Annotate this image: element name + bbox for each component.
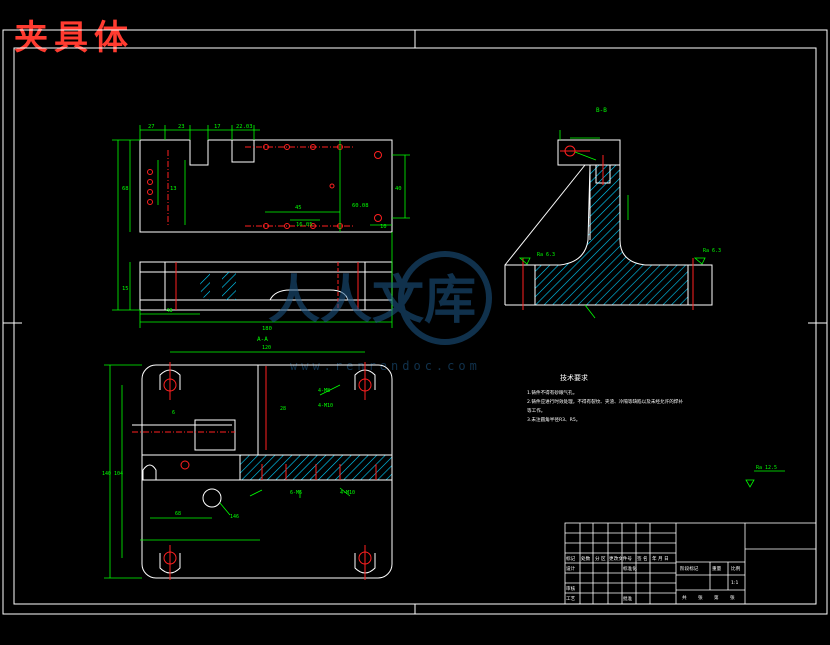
dim-text: 15 (122, 286, 129, 292)
tb-cell: 1:1 (731, 580, 738, 586)
dim-text: 13 (170, 186, 177, 192)
title-block (564, 522, 817, 605)
tb-cell: 阶段标记 (680, 565, 699, 572)
section-b-label: B-B (596, 107, 607, 114)
front-hatch (222, 272, 236, 300)
front-hatch-arc (200, 272, 210, 300)
note-line: 3.未注圆角半径R3、R5。 (527, 416, 580, 423)
dim-text: 23 (178, 124, 185, 130)
dim-text: 180 (262, 326, 272, 332)
note-line: 2.铸件应进行时效处理，不得有裂纹、夹渣、冷隔等缺陷以及未经允许的焊补 (527, 398, 683, 405)
tb-cell: 更改文件号 (609, 555, 632, 562)
section-a-label: A-A (257, 336, 268, 343)
tb-cell: 审核 (566, 585, 576, 592)
dim-text: 4-M10 (318, 403, 333, 409)
dim-text: 6-M6 (290, 490, 302, 496)
tb-cell: 张 (730, 594, 735, 601)
dim-text: 16.05 (296, 222, 313, 228)
roughness-1: Ra 6.3 (537, 252, 555, 258)
dim-text: 68 (122, 186, 129, 192)
dim-text: 146 (230, 514, 239, 520)
tb-cell: 重量 (712, 565, 722, 572)
technical-notes: 技术要求 1.铸件不得有砂眼气孔。 2.铸件应进行时效处理，不得有裂纹、夹渣、冷… (527, 373, 683, 423)
watermark-text: 人人文库 (268, 270, 476, 331)
dim-text: 120 (262, 345, 271, 351)
plan-view: A-A (102, 336, 393, 580)
tb-cell: 标记 (566, 555, 576, 562)
dim-text: 4-M10 (340, 490, 355, 496)
dim-text: 40 (395, 186, 402, 192)
tb-cell: 分 区 (595, 555, 606, 562)
tb-cell: 工艺 (566, 596, 576, 602)
tb-cell: 批准 (623, 595, 633, 602)
tb-cell: 共 (682, 594, 687, 601)
dim-text: 60.08 (352, 203, 369, 209)
dim-text: 6 (172, 410, 175, 416)
notes-title: 技术要求 (560, 373, 588, 382)
front-view: 27 23 17 22.03 180 48 45 16.05 60.08 68 … (112, 124, 410, 332)
dim-text: 4-M8 (318, 388, 330, 394)
dim-text: 17 (214, 124, 221, 130)
dim-text: 140 (102, 471, 111, 477)
title-block-text: 标记 处数 分 区 更改文件号 签 名 年 月 日 设计 标准化 审核 工艺 批… (566, 555, 741, 602)
dim-text: 10 (380, 224, 387, 230)
roughness-2: Ra 6.3 (703, 248, 721, 254)
dim-text: 27 (148, 124, 155, 130)
general-roughness: Ra 12.5 (745, 465, 785, 488)
dim-text: 104 (114, 471, 123, 477)
dim-text: 68 (175, 511, 181, 517)
roughness-3: Ra 12.5 (756, 465, 777, 471)
tb-cell: 年 月 日 (652, 555, 669, 562)
section-b-view: B-B Ra 6.3 (504, 107, 721, 319)
tb-cell: 处数 (581, 555, 591, 562)
drawing-title: 夹具体 (14, 18, 134, 58)
tb-cell: 签 名 (637, 555, 648, 562)
tb-cell: 设计 (566, 565, 576, 572)
drawing-frame (2, 29, 828, 615)
dim-text: 28 (280, 406, 286, 412)
note-line: 等工作。 (527, 407, 545, 414)
tb-cell: 比例 (731, 565, 741, 572)
dim-text: 22.03 (236, 124, 253, 130)
dim-text: 48 (166, 308, 173, 314)
watermark: 人人文库 www.renrendoc.com (268, 251, 492, 373)
section-b-hatch (534, 164, 689, 306)
watermark-url: www.renrendoc.com (290, 359, 481, 373)
note-line: 1.铸件不得有砂眼气孔。 (527, 389, 577, 396)
tb-cell: 第 (714, 594, 719, 601)
dim-text: 45 (295, 205, 302, 211)
tb-cell: 标准化 (623, 565, 637, 572)
tb-cell: 张 (698, 594, 703, 601)
